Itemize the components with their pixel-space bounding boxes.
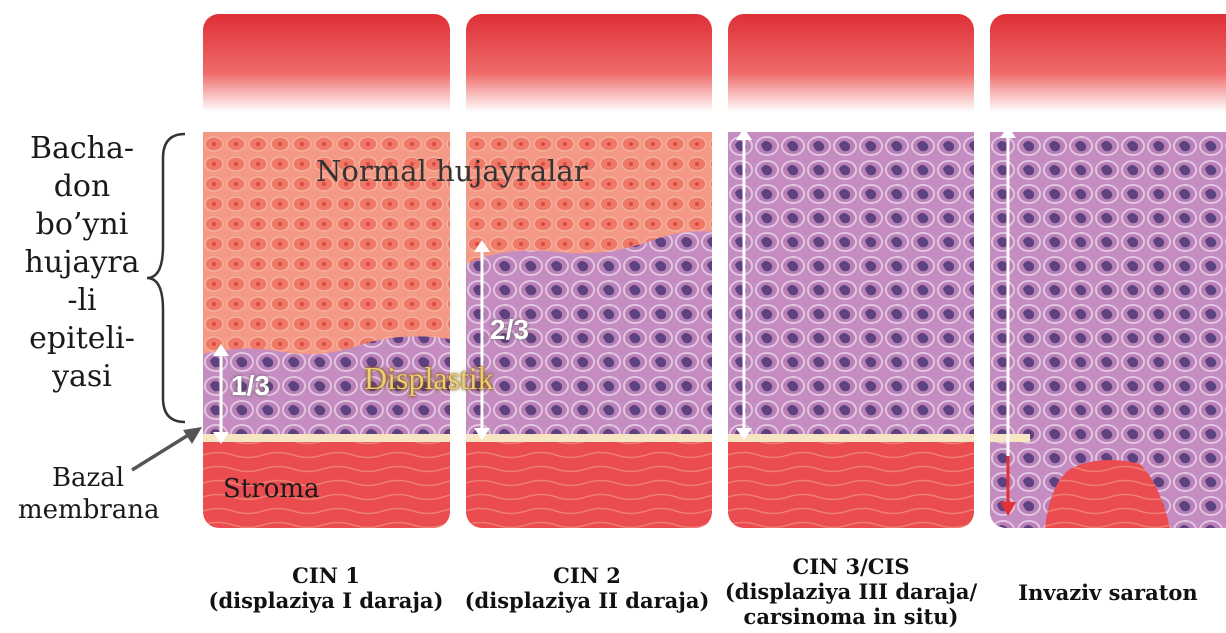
dysplastic-label: Displastik bbox=[364, 360, 494, 397]
fraction-label-1-3: 1/3 bbox=[231, 370, 270, 402]
caption-invasive: Invaziv saraton bbox=[990, 580, 1226, 605]
panel-cin2: 2/3 bbox=[466, 14, 712, 528]
thickness-arrow bbox=[209, 344, 233, 444]
panel-cin3 bbox=[728, 14, 974, 528]
panel-cin1: 1/3 Stroma bbox=[203, 14, 450, 528]
caption-line: Invaziv saraton bbox=[990, 580, 1226, 605]
fraction-label-2-3: 2/3 bbox=[490, 314, 529, 346]
epithelium-label-line: hujayra bbox=[18, 244, 146, 282]
caption-line: (displaziya II daraja) bbox=[456, 588, 718, 613]
epithelium-label-line: bo’yni bbox=[18, 206, 146, 244]
basal-membrane-arrow bbox=[128, 420, 208, 480]
caption-line: CIN 3/CIS bbox=[718, 554, 984, 579]
invasion-arrow bbox=[996, 126, 1020, 516]
epithelium-label-line: yasi bbox=[18, 358, 146, 396]
epithelium-label-line: -li bbox=[18, 282, 146, 320]
caption-line: (displaziya I daraja) bbox=[195, 588, 457, 613]
caption-line: CIN 1 bbox=[195, 563, 457, 588]
epithelium-label-line: Bacha- bbox=[18, 130, 146, 168]
tissue-illustration bbox=[728, 14, 974, 528]
stroma-label: Stroma bbox=[223, 474, 320, 504]
caption-line: CIN 2 bbox=[456, 563, 718, 588]
thickness-arrow bbox=[732, 128, 756, 440]
caption-cin1: CIN 1 (displaziya I daraja) bbox=[195, 563, 457, 613]
normal-cells-label: Normal hujayralar bbox=[316, 154, 588, 188]
tissue-illustration bbox=[466, 14, 712, 528]
caption-line: carsinoma in situ) bbox=[718, 604, 984, 629]
caption-cin3: CIN 3/CIS (displaziya III daraja/ carsin… bbox=[718, 554, 984, 629]
caption-line: (displaziya III daraja/ bbox=[718, 579, 984, 604]
panel-invasive bbox=[990, 14, 1226, 528]
basal-membrane-label-line: membrana bbox=[18, 494, 158, 526]
tissue-illustration bbox=[990, 14, 1226, 528]
epithelium-label-line: epiteli- bbox=[18, 320, 146, 358]
epithelium-label-line: don bbox=[18, 168, 146, 206]
tissue-illustration bbox=[203, 14, 450, 528]
epithelium-brace bbox=[145, 128, 195, 428]
epithelium-label: Bacha- don bo’yni hujayra -li epiteli- y… bbox=[18, 130, 146, 396]
caption-cin2: CIN 2 (displaziya II daraja) bbox=[456, 563, 718, 613]
